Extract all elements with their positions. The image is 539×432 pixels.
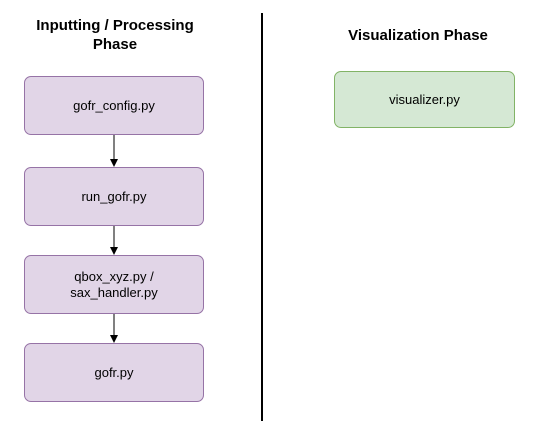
qbox-sax-handler-node[interactable]: qbox_xyz.py / sax_handler.py [24, 255, 204, 314]
arrow-qbox-to-gofr [110, 314, 118, 343]
gofr-config-label: gofr_config.py [73, 97, 155, 113]
heading-right-text: Visualization Phase [348, 27, 488, 44]
heading-left-line2: Phase [92, 36, 138, 53]
visualizer-label: visualizer.py [389, 91, 460, 107]
gofr-label: gofr.py [94, 364, 134, 380]
run-gofr-node[interactable]: run_gofr.py [24, 167, 204, 226]
gofr-node[interactable]: gofr.py [24, 343, 204, 402]
arrow-config-to-run [110, 135, 118, 167]
arrow-run-to-qbox [110, 226, 118, 255]
phase-divider [261, 13, 263, 421]
gofr-config-node[interactable]: gofr_config.py [24, 76, 204, 135]
run-gofr-label: run_gofr.py [81, 188, 147, 204]
inputting-processing-phase-heading: Inputting / Processing Phase [18, 16, 212, 54]
visualization-phase-heading: Visualization Phase [328, 26, 508, 45]
qbox-label-line2: sax_handler.py [70, 284, 158, 300]
visualizer-node[interactable]: visualizer.py [334, 71, 515, 128]
qbox-label-line1: qbox_xyz.py / [74, 268, 154, 284]
heading-left-line1: Inputting / Processing [36, 17, 194, 34]
